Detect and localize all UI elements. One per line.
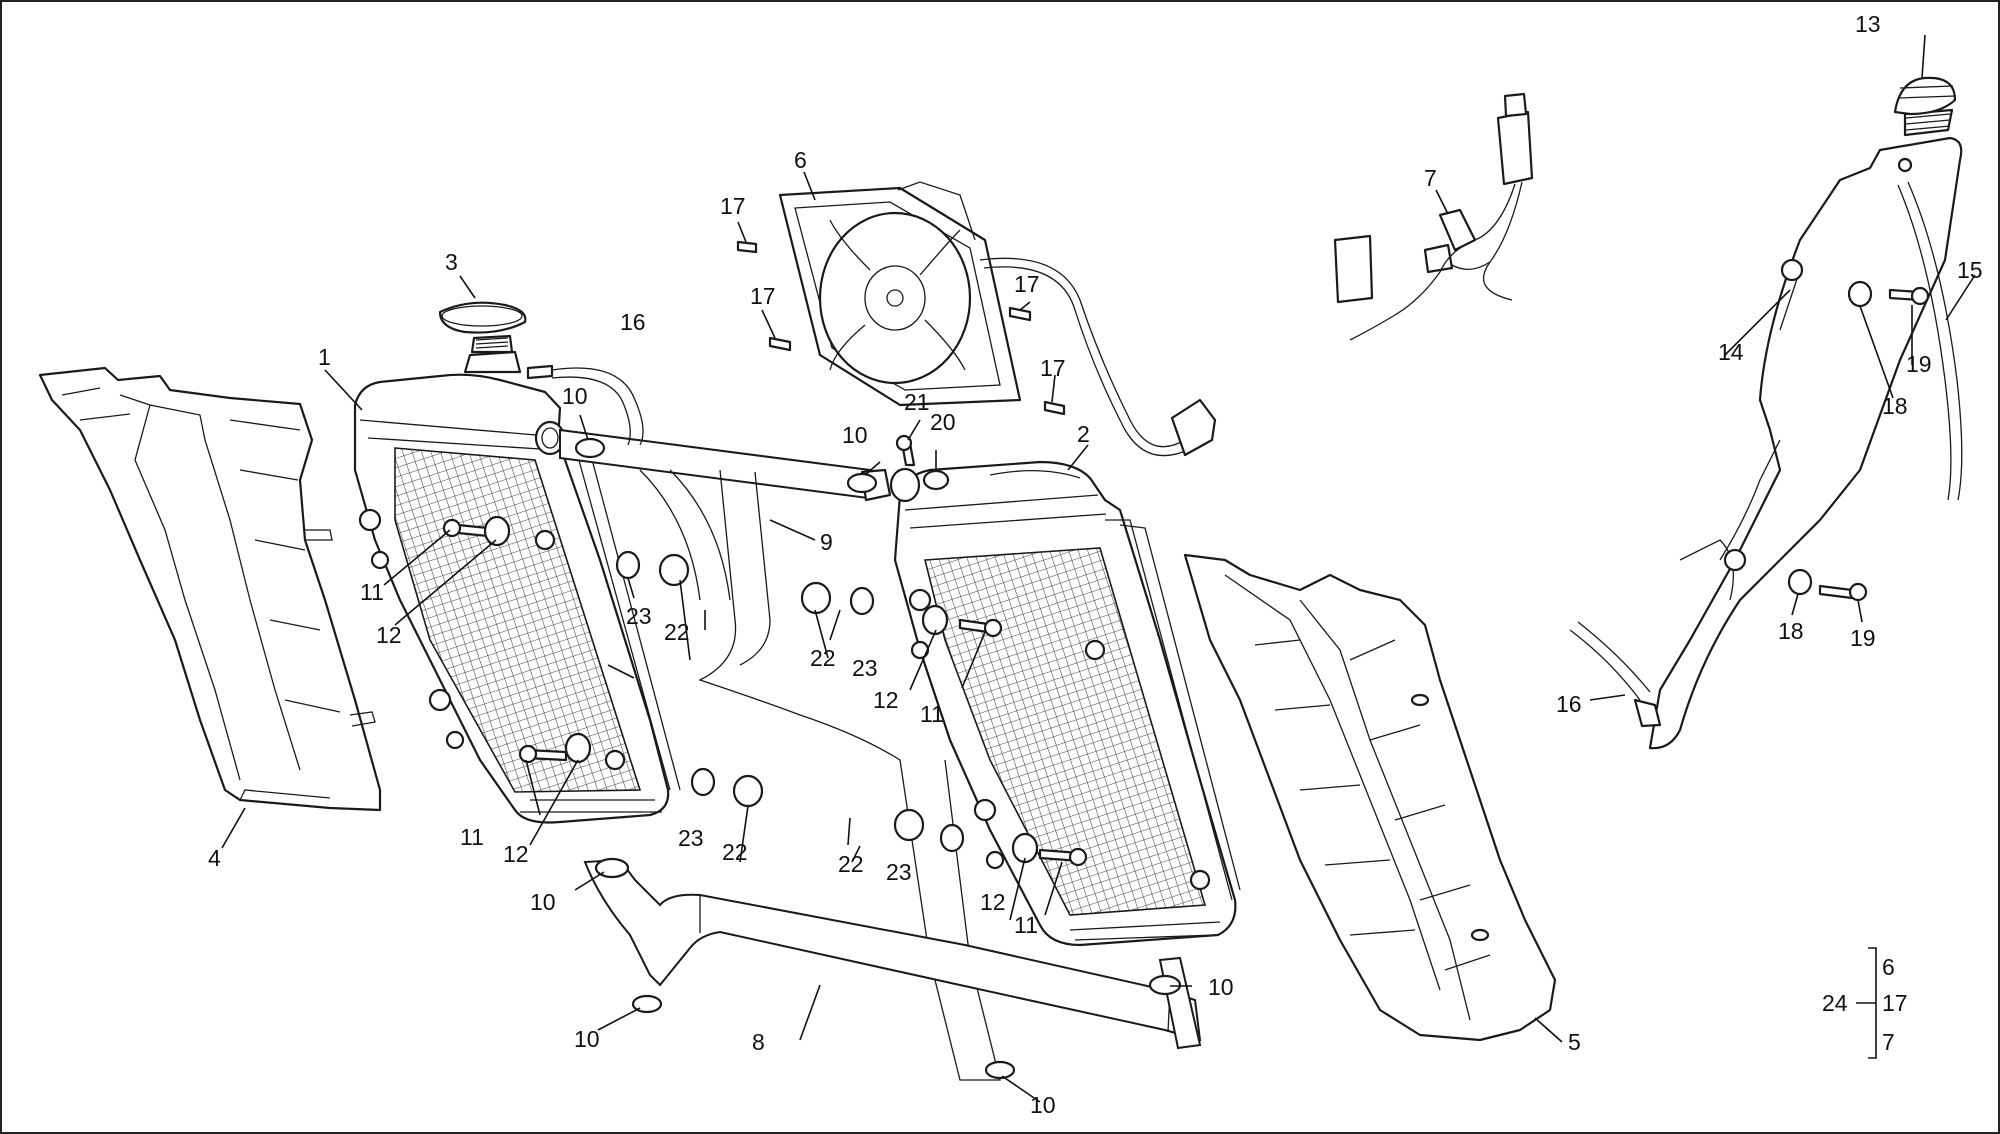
callout-labels: 1 2 3 4 5 6 7 8 9 10 10 10 10 10 10 10 1… [208,11,1983,1118]
callout-11: 11 [360,579,384,605]
callout-10: 10 [562,383,588,409]
expansion-tank [1633,76,1963,750]
callout-2: 2 [1077,421,1090,447]
callout-8: 8 [752,1029,765,1055]
callout-21: 21 [904,389,930,415]
callout-20: 20 [930,409,956,435]
callout-7: 7 [1424,165,1437,191]
callout-10: 10 [574,1026,600,1052]
overflow-tube [551,367,1651,701]
callout-1: 1 [318,344,331,370]
fan-wiring-harness [1333,92,1534,341]
callout-17: 17 [750,283,776,309]
callout-12: 12 [376,622,402,648]
left-radiator-guard [38,366,382,812]
callout-18: 18 [1882,393,1908,419]
callout-12: 12 [873,687,899,713]
lower-hose [583,858,1202,1050]
right-radiator [889,460,1241,947]
callout-16: 16 [620,309,646,335]
callout-17: 17 [720,193,746,219]
callout-15: 15 [1957,257,1983,283]
callout-10: 10 [1030,1092,1056,1118]
callout-19: 19 [1906,351,1932,377]
bolts-and-washers [442,240,1930,867]
crossover-hose [559,428,1001,1081]
leader-lines [221,34,1976,1103]
callout-5: 5 [1568,1029,1581,1055]
kit-item: 6 [1882,954,1895,980]
callout-11: 11 [920,701,944,727]
callout-18: 18 [1778,618,1804,644]
callout-23: 23 [678,825,704,851]
callout-12: 12 [503,841,529,867]
callout-6: 6 [794,147,807,173]
callout-11: 11 [460,824,484,850]
callout-22: 22 [838,851,864,877]
callout-10: 10 [842,422,868,448]
callout-11: 11 [1014,912,1038,938]
callout-23: 23 [626,603,652,629]
callout-14: 14 [1718,339,1744,365]
callout-19: 19 [1850,625,1876,651]
callout-22: 22 [664,619,690,645]
cooling-fan [778,181,1217,457]
callout-10: 10 [530,889,556,915]
callout-23: 23 [852,655,878,681]
right-radiator-guard [1183,553,1557,1042]
kit-item: 7 [1882,1029,1895,1055]
callout-22: 22 [722,839,748,865]
callout-17: 17 [1040,355,1066,381]
callout-12: 12 [980,889,1006,915]
callout-13: 13 [1855,11,1881,37]
callout-17: 17 [1014,271,1040,297]
callout-16: 16 [1556,691,1582,717]
kit-number: 24 [1822,990,1848,1016]
callout-23: 23 [886,859,912,885]
callout-22: 22 [810,645,836,671]
callout-4: 4 [208,845,221,871]
callout-9: 9 [820,529,833,555]
callout-10: 10 [1208,974,1234,1000]
kit-item: 17 [1882,990,1908,1016]
callout-3: 3 [445,249,458,275]
